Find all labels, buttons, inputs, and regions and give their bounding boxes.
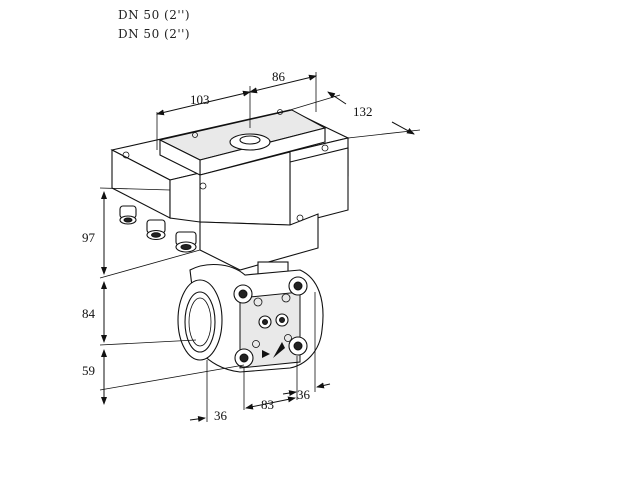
- header-line-1: DN 50 (2''): [118, 8, 191, 22]
- dim-label-83: 83: [261, 397, 274, 412]
- valve-body: [177, 261, 324, 373]
- dimension-lines: [99, 72, 421, 422]
- dim-label-86: 86: [272, 69, 286, 84]
- actuator-housing: [110, 109, 350, 271]
- cable-glands: [119, 205, 197, 253]
- dim-label-59: 59: [82, 363, 95, 378]
- dim-label-97: 97: [82, 230, 96, 245]
- dim-label-36-left: 36: [214, 408, 228, 423]
- dim-label-132: 132: [353, 104, 373, 119]
- dim-label-103: 103: [190, 92, 210, 107]
- dim-label-36-right: 36: [297, 387, 311, 402]
- header-line-2: DN 50 (2''): [118, 27, 191, 41]
- dim-label-84: 84: [82, 306, 96, 321]
